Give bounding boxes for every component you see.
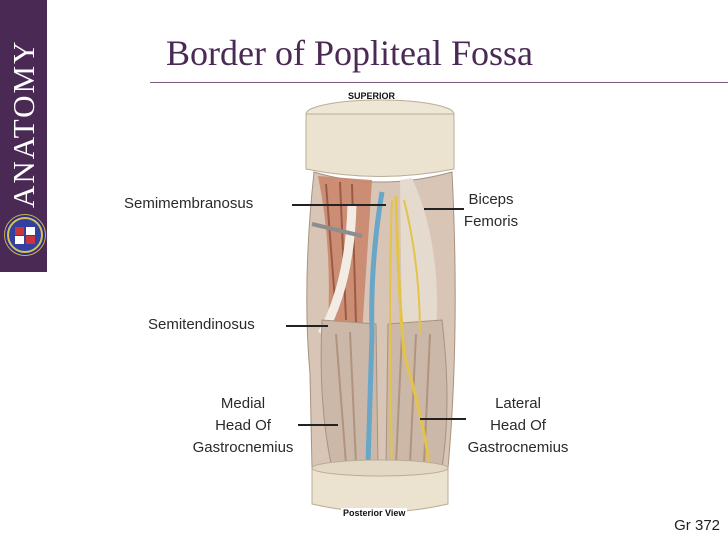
label-medial-head-gastrocnemius: Medial Head Of Gastrocnemius xyxy=(182,393,304,459)
label-biceps-line-2: Femoris xyxy=(463,213,519,230)
university-seal-icon xyxy=(4,214,46,256)
label-biceps-line-1: Biceps xyxy=(468,191,514,208)
label-medial-line-3: Gastrocnemius xyxy=(192,439,294,456)
title-divider xyxy=(150,82,728,83)
label-lateral-head-gastrocnemius: Lateral Head Of Gastrocnemius xyxy=(456,393,580,459)
label-medial-line-2: Head Of xyxy=(215,417,271,434)
leader-biceps-femoris xyxy=(424,208,464,210)
slide-title: Border of Popliteal Fossa xyxy=(166,33,533,73)
posterior-view-caption: Posterior View xyxy=(341,508,408,518)
textbook-reference: Gr 372 xyxy=(674,517,720,534)
label-lateral-line-2: Head Of xyxy=(490,417,546,434)
leader-semimembranosus xyxy=(292,204,386,206)
superior-caption: SUPERIOR xyxy=(348,91,396,101)
popliteal-fossa-illustration xyxy=(305,99,456,513)
leader-medial-head xyxy=(298,424,338,426)
leader-semitendinosus xyxy=(286,325,328,327)
label-lateral-line-1: Lateral xyxy=(495,395,541,412)
label-medial-line-1: Medial xyxy=(220,395,266,412)
sidebar-brand-text: ANATOMY xyxy=(6,39,41,208)
label-lateral-line-3: Gastrocnemius xyxy=(467,439,569,456)
label-biceps-femoris: Biceps Femoris xyxy=(456,189,526,233)
leader-lateral-head xyxy=(420,418,466,420)
sidebar-brand-strip: ANATOMY xyxy=(0,0,47,272)
label-semitendinosus: Semitendinosus xyxy=(148,316,255,333)
label-semimembranosus: Semimembranosus xyxy=(124,195,254,212)
